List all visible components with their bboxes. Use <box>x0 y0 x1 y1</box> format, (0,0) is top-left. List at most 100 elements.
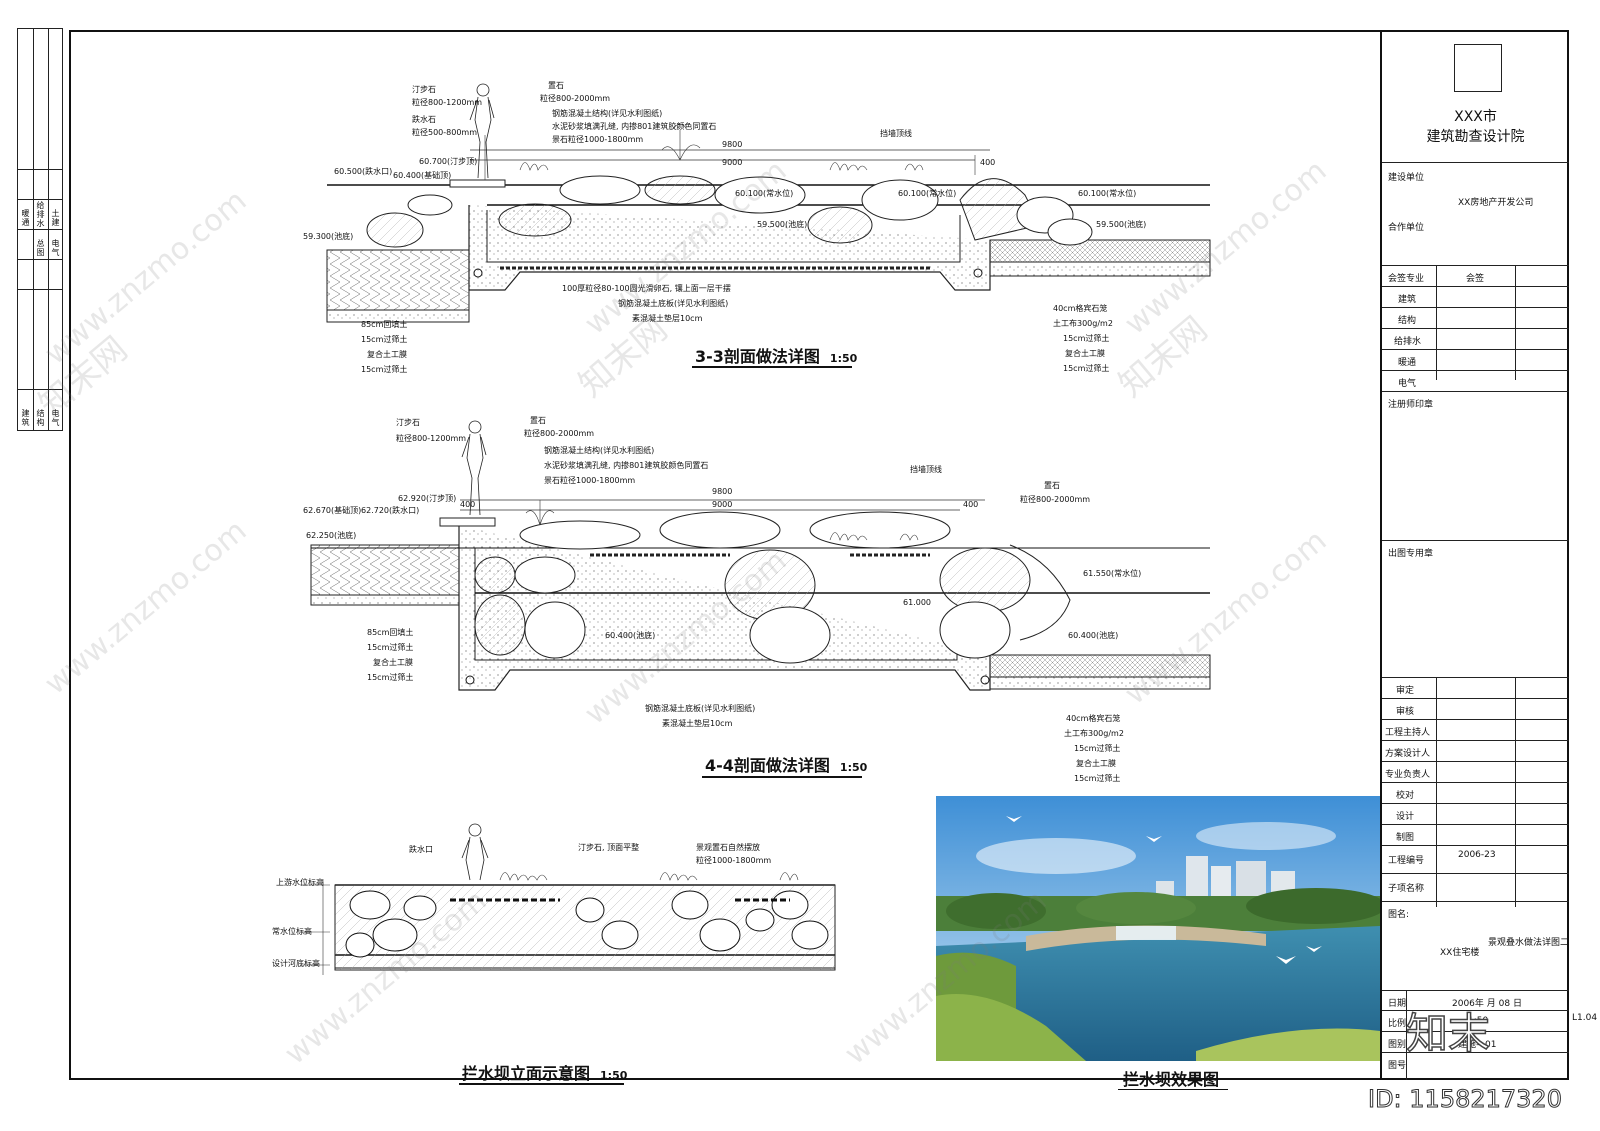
s44-note-stepstone: 汀步石 <box>396 418 420 427</box>
strip-label-struct: 结构 <box>36 409 45 427</box>
s44-note-wall-top: 挡墙顶线 <box>910 465 942 474</box>
s44-note-stepstone-size: 粒径800-1200mm <box>396 434 467 443</box>
elevation-underline <box>459 1083 624 1085</box>
s33-layer-left-1: 85cm回填土 <box>361 320 408 329</box>
elev-note-landscape: 景观置石自然摆放 <box>696 843 760 852</box>
s33-note-dropstone: 跌水石 <box>412 115 436 124</box>
s44-dim-400-l: 400 <box>460 500 476 509</box>
s44-level-8: 60.400(池底) <box>1068 631 1119 640</box>
drawing-name-2: XX住宅楼 <box>1440 948 1480 958</box>
s44-layer-left-4: 15cm过筛土 <box>367 673 414 682</box>
page-label: 图号 <box>1388 1061 1407 1071</box>
approve-row-1: 审定 <box>1396 686 1415 696</box>
s33-note-pebble: 100厚粒径80-100圆光滑卵石, 镶上面一层干摆 <box>562 284 731 293</box>
approve-row-6: 校对 <box>1396 791 1415 801</box>
render-underline <box>1118 1089 1228 1090</box>
s33-layer-left-2: 15cm过筛土 <box>361 335 408 344</box>
s33-layer-right-5: 15cm过筛土 <box>1063 364 1110 373</box>
drawing-frame <box>69 30 1569 1080</box>
s44-layer-right-2: 土工布300g/m2 <box>1064 729 1124 738</box>
s33-layer-left-3: 复合土工膜 <box>367 350 407 359</box>
section-4-4-scale: 1:50 <box>839 761 868 774</box>
s33-layer-right-3: 15cm过筛土 <box>1063 334 1110 343</box>
s33-level-5: 60.100(常水位) <box>898 189 957 198</box>
elev-note-size: 粒径1000-1800mm <box>696 856 772 865</box>
scale-label: 比例 <box>1388 1019 1407 1029</box>
title-block: XXX市 建筑勘查设计院 建设单位 XX房地产开发公司 合作单位 会签专业 会签… <box>1380 30 1569 1080</box>
s33-level-7: 59.500(池底) <box>757 220 808 229</box>
institute-name: 建筑勘查设计院 <box>1426 129 1525 145</box>
s33-note-wall-top: 挡墙顶线 <box>880 129 912 138</box>
reg-seal-label: 注册师印章 <box>1388 400 1434 410</box>
out-seal-label: 出图专用章 <box>1388 549 1434 559</box>
section-4-4-title-text: 4-4剖面做法详图 <box>705 756 830 775</box>
s33-layer-right-2: 土工布300g/m2 <box>1053 319 1113 328</box>
s33-note-placed-stone-size: 粒径800-2000mm <box>540 94 611 103</box>
sign-header-discipline: 会签专业 <box>1388 274 1425 284</box>
sheet-number: L1.04 <box>1572 1013 1598 1023</box>
brand-logo: 知末 <box>1405 1008 1491 1059</box>
client-value: XX房地产开发公司 <box>1458 198 1534 208</box>
section-drawings <box>300 83 1211 975</box>
s44-dim-400-r: 400 <box>963 500 979 509</box>
s33-dim-9800: 9800 <box>722 140 743 149</box>
sign-row-electric: 电气 <box>1398 379 1417 389</box>
approve-row-5: 专业负责人 <box>1385 770 1431 780</box>
s33-note-stepstone-size: 粒径800-1200mm <box>412 98 483 107</box>
s44-dim-9800: 9800 <box>712 487 733 496</box>
strip-label-site: 总图 <box>36 239 45 257</box>
s33-note-stepstone: 汀步石 <box>412 85 436 94</box>
s33-level-4: 60.100(常水位) <box>735 189 794 198</box>
info-col <box>1406 990 1407 1080</box>
s33-note-slab: 钢筋混凝土底板(详见水利图纸) <box>618 299 729 308</box>
strip-label-plumbing: 给排水 <box>36 201 45 228</box>
s44-note-placed-stone-r-size: 粒径800-2000mm <box>1020 495 1091 504</box>
elev-note-stepstone: 汀步石, 顶面平整 <box>578 843 640 852</box>
strip-label-elec2: 电气 <box>51 409 60 427</box>
section-3-3-drawing <box>326 83 1211 323</box>
approve-col-2 <box>1515 677 1516 907</box>
s44-note-cushion: 素混凝土垫层10cm <box>662 719 733 728</box>
elevation-drawing <box>300 823 836 975</box>
elevation-title-text: 拦水坝立面示意图 <box>462 1064 591 1083</box>
s33-note-placed-stone: 置石 <box>548 81 564 90</box>
approve-row-2: 审核 <box>1396 707 1415 717</box>
s33-layer-right-4: 复合土工膜 <box>1065 349 1105 358</box>
s33-level-1: 60.500(跌水口) <box>334 167 393 176</box>
sign-row-arch: 建筑 <box>1398 295 1417 305</box>
s44-note-landscape-stone: 景石粒径1000-1800mm <box>544 476 636 485</box>
s44-layer-right-3: 15cm过筛土 <box>1074 744 1121 753</box>
s44-note-placed-stone-size: 粒径800-2000mm <box>524 429 595 438</box>
approve-col-1 <box>1436 677 1437 907</box>
s33-level-9: 59.300(池底) <box>303 232 354 241</box>
s33-note-rc: 钢筋混凝土结构(详见水利图纸) <box>552 109 663 118</box>
s33-note-dropstone-size: 粒径500-800mm <box>412 128 478 137</box>
sign-header-sign: 会签 <box>1466 274 1485 284</box>
elev-level-upstream: 上游水位标高 <box>276 878 324 887</box>
strip-label-electric: 电气 <box>51 239 60 257</box>
s44-note-mortar: 水泥砂浆填满孔缝, 内掺801建筑胶颜色同置石 <box>544 461 709 470</box>
s44-level-3: 62.720(跌水口) <box>361 506 420 515</box>
sign-col-2 <box>1515 265 1516 380</box>
client-label: 建设单位 <box>1388 173 1425 183</box>
drawing-name-1: 景观叠水做法详图二 <box>1488 938 1570 948</box>
s33-dim-9000: 9000 <box>722 158 743 167</box>
s44-layer-right-1: 40cm格宾石笼 <box>1066 714 1121 723</box>
date-value: 2006年 月 08 日 <box>1452 999 1522 1009</box>
s44-level-1: 62.920(汀步顶) <box>398 494 457 503</box>
s33-level-3: 60.400(基础顶) <box>393 171 452 180</box>
elev-note-drop: 跌水口 <box>409 845 433 854</box>
s44-layer-right-5: 15cm过筛土 <box>1074 774 1121 783</box>
s33-note-cushion: 素混凝土垫层10cm <box>632 314 703 323</box>
strip-label-civil: 土建 <box>51 209 60 227</box>
s44-dim-9000: 9000 <box>712 500 733 509</box>
s33-dim-400: 400 <box>980 158 996 167</box>
approve-row-8: 制图 <box>1396 833 1415 843</box>
section-3-3-title-text: 3-3剖面做法详图 <box>695 347 820 366</box>
s44-level-2: 62.670(基础顶) <box>303 506 362 515</box>
section-4-4-title: 4-4剖面做法详图 1:50 <box>705 752 867 776</box>
sub-project-label: 子项名称 <box>1388 884 1425 894</box>
s44-note-slab: 钢筋混凝土底板(详见水利图纸) <box>645 704 756 713</box>
section-3-3-scale: 1:50 <box>829 352 858 365</box>
s33-level-2: 60.700(汀步顶) <box>419 157 478 166</box>
